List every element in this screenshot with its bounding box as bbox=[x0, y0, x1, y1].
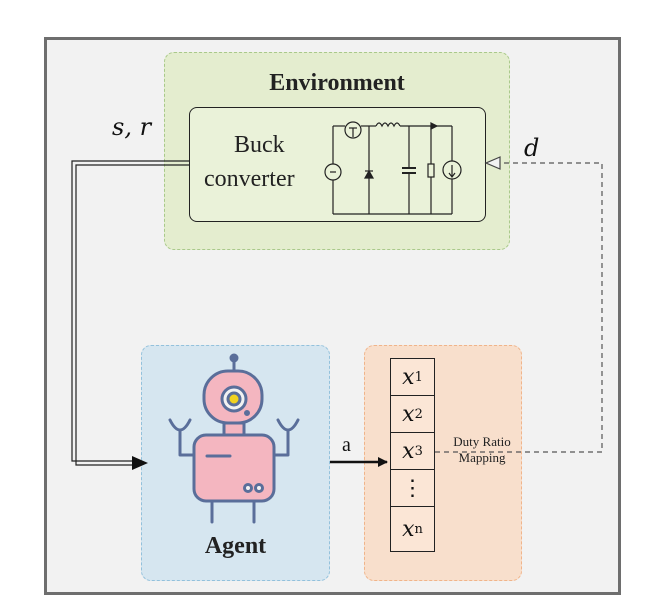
switch-transistor bbox=[344, 121, 362, 139]
cell-sub: 3 bbox=[414, 443, 423, 459]
vector-cell-ellipsis: ⋮ bbox=[390, 469, 435, 507]
duty-ratio-mapping-label: Duty Ratio Mapping bbox=[436, 434, 528, 466]
duty-ratio-line1: Duty Ratio bbox=[453, 434, 511, 449]
inductor bbox=[375, 122, 401, 128]
cell-var: x bbox=[402, 401, 415, 427]
duty-label: d bbox=[524, 134, 540, 162]
robot-icon bbox=[168, 353, 300, 524]
cell-sub: 2 bbox=[414, 406, 423, 422]
cell-var: x bbox=[402, 516, 415, 542]
environment-title: Environment bbox=[269, 70, 405, 96]
buck-label-line2: converter bbox=[204, 166, 295, 192]
cell-sub: n bbox=[414, 521, 423, 537]
state-reward-label: s, r bbox=[112, 113, 152, 141]
cell-var: x bbox=[402, 364, 415, 390]
buck-circuit-schematic bbox=[324, 121, 462, 215]
duty-feedback-arrowhead bbox=[484, 156, 501, 170]
state-reward-arrowhead bbox=[132, 456, 148, 470]
cell-var: x bbox=[402, 438, 415, 464]
diode bbox=[363, 169, 375, 179]
agent-label: Agent bbox=[204, 533, 267, 559]
duty-feedback-line bbox=[435, 162, 603, 453]
state-reward-connector bbox=[71, 160, 189, 466]
buck-label-line1: Buck bbox=[234, 132, 285, 158]
cell-sub: 1 bbox=[414, 369, 423, 385]
buck-converter-label: Buck converter bbox=[204, 128, 295, 196]
action-label: a bbox=[342, 434, 351, 456]
resistor bbox=[427, 163, 435, 178]
duty-ratio-line2: Mapping bbox=[458, 450, 506, 465]
